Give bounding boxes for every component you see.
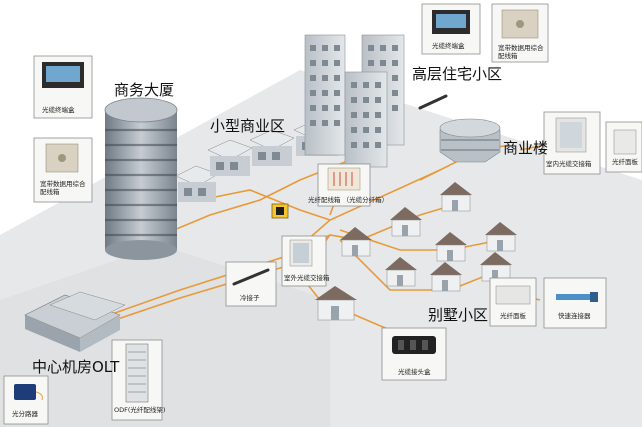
device-fiber-panel-bottom — [489, 277, 537, 327]
device-fast-connector — [543, 277, 607, 329]
device-indoor-exchange-box — [543, 111, 601, 175]
caption-fast-connector: 快速连接器 — [558, 311, 591, 320]
device-terminal-box-top — [421, 3, 481, 55]
caption-outdoor-exchange-box: 室外光缆交接箱 — [284, 273, 330, 282]
caption-fiber-panel-bottom: 光纤面板 — [500, 311, 527, 320]
device-terminal-box-left — [33, 55, 93, 119]
label-villa-district: 别墅小区 — [428, 306, 488, 324]
central-office-building — [24, 291, 126, 352]
caption-cold-splice: 冷接子 — [240, 293, 260, 302]
caption-fiber-panel-right: 光纤面板 — [612, 157, 639, 166]
caption-broadband-cabinet-left: 宽带数据用综合配线箱 — [40, 179, 86, 196]
device-broadband-cabinet-top — [491, 3, 549, 63]
label-commercial-building: 商务大厦 — [114, 81, 174, 99]
caption-odf-rack: ODF(光纤配线架) — [114, 405, 165, 414]
device-drop-cable — [418, 94, 448, 110]
device-optical-splitter — [3, 375, 49, 425]
villas — [315, 182, 517, 321]
caption-broadband-cabinet-top: 宽带数据用综合配线箱 — [498, 43, 544, 60]
commercial-building — [104, 97, 178, 260]
device-cold-splice — [225, 261, 277, 307]
device-broadband-cabinet-left — [33, 137, 93, 203]
caption-terminal-box-left: 光缆终端盒 — [42, 105, 75, 114]
device-fiber-distribution-box — [317, 163, 371, 207]
device-splice-closure — [381, 327, 447, 381]
device-optical-splitter-center — [271, 203, 289, 219]
caption-indoor-exchange-box: 室内光缆交接箱 — [546, 159, 592, 168]
device-odf-rack — [111, 339, 163, 421]
residential-towers — [304, 34, 405, 168]
label-small-business-district: 小型商业区 — [210, 117, 285, 135]
business-building — [439, 118, 501, 163]
caption-splice-closure: 光缆接头盒 — [398, 367, 431, 376]
label-business-building: 商业楼 — [503, 139, 548, 157]
caption-fiber-distribution-box: 光纤配线箱 （光缆分纤箱） — [308, 195, 388, 204]
device-outdoor-exchange-box — [281, 235, 327, 287]
caption-optical-splitter: 光分路器 — [12, 409, 39, 418]
caption-terminal-box-top: 光缆终端盒 — [432, 41, 465, 50]
label-highrise-residential: 高层住宅小区 — [412, 65, 502, 83]
label-central-office-olt: 中心机房OLT — [32, 358, 120, 376]
device-fiber-panel-right — [605, 121, 642, 173]
